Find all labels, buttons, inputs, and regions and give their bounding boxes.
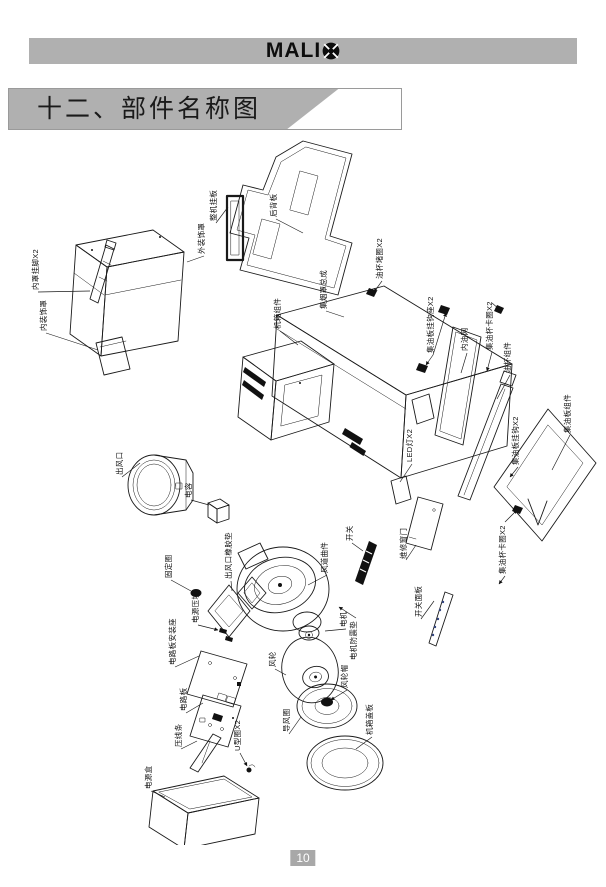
title-gray-slash bbox=[9, 89, 339, 129]
part-labels: 整机挂板 后背板 外装饰罩 内罩挂脚X2 内装饰罩 油杯堵圈X2 集烟罩总成 机… bbox=[30, 190, 572, 789]
header-band: MALI bbox=[29, 38, 577, 64]
label-air-outlet: 出风口 bbox=[114, 452, 124, 475]
label-oil-cup-plug: 油杯堵圈X2 bbox=[374, 238, 384, 279]
label-fixing-ring: 固定圈 bbox=[163, 555, 173, 578]
label-switch: 开关 bbox=[344, 525, 354, 541]
part-fixing-ring bbox=[190, 589, 202, 597]
label-oil-plate: 集油板组件 bbox=[562, 394, 572, 433]
part-fan-wheel bbox=[281, 636, 339, 704]
part-air-guide-ring bbox=[296, 683, 358, 729]
part-blower-housing bbox=[236, 542, 330, 632]
label-motor-pad: 电机防震垫 bbox=[348, 621, 358, 660]
label-inner-cover: 内装饰罩 bbox=[38, 300, 48, 331]
label-chassis-unit: 机箱组件 bbox=[272, 298, 282, 329]
part-wire-clamp-strip bbox=[189, 733, 222, 773]
label-wire-strip: 压线条 bbox=[173, 723, 183, 747]
label-service-door: 维修窗门 bbox=[398, 528, 408, 559]
part-chassis-unit bbox=[237, 340, 335, 441]
part-switch-panel bbox=[428, 591, 454, 647]
label-switch-panel: 开关面板 bbox=[413, 586, 423, 617]
label-hood-assembly: 集烟罩总成 bbox=[318, 270, 328, 309]
label-pcb: 电路板 bbox=[178, 687, 188, 711]
label-air-guide-ring: 导风圈 bbox=[282, 709, 291, 732]
label-u-ring: U型圈X2 bbox=[233, 720, 242, 751]
part-inner-cover-flap bbox=[95, 336, 131, 376]
part-mounting-plate bbox=[225, 194, 245, 262]
label-mounting-plate: 整机挂板 bbox=[208, 190, 218, 221]
part-switch bbox=[355, 541, 377, 585]
part-motor bbox=[292, 611, 322, 641]
part-inner-oil-mesh bbox=[434, 326, 482, 446]
label-oil-cup: 油杯组件 bbox=[502, 342, 512, 373]
label-oil-cup-clip-bottom: 集油杯卡圈X2 bbox=[497, 525, 507, 574]
label-rubber-pad: 出风口橡胶垫 bbox=[223, 532, 233, 579]
part-oil-cup-clips bbox=[494, 305, 548, 526]
label-fan-wheel: 风轮 bbox=[267, 651, 277, 667]
part-rear-panel bbox=[229, 140, 353, 296]
part-pcb-mount bbox=[186, 650, 248, 708]
exploded-parts-diagram: 整机挂板 后背板 外装饰罩 内罩挂脚X2 内装饰罩 油杯堵圈X2 集烟罩总成 机… bbox=[30, 140, 597, 845]
part-fan-wheel-cap bbox=[321, 697, 333, 707]
part-capacitor bbox=[207, 498, 230, 524]
part-led-modules bbox=[390, 393, 435, 505]
aperture-mark-icon bbox=[322, 42, 340, 60]
label-blower-housing: 风道曲件 bbox=[319, 542, 329, 573]
label-outer-cover: 外装饰罩 bbox=[196, 223, 206, 254]
part-inner-hook-strip bbox=[89, 239, 117, 304]
label-pcb-mount: 电路板安装座 bbox=[167, 618, 177, 665]
part-chimney-cover bbox=[69, 229, 185, 376]
part-air-outlet bbox=[127, 454, 194, 516]
label-inner-oil-mesh: 内油网 bbox=[459, 328, 469, 351]
part-pcb bbox=[189, 694, 242, 748]
part-chassis-cover-plate bbox=[306, 735, 384, 791]
brand-text: MALI bbox=[265, 39, 322, 62]
leader-lines bbox=[37, 206, 571, 798]
part-u-ring bbox=[246, 764, 256, 773]
part-power-cord-clamps bbox=[219, 628, 233, 642]
part-oil-cup-plug bbox=[366, 288, 377, 297]
label-fan-wheel-cap: 风轮帽 bbox=[339, 665, 349, 688]
brand-logo: MALI bbox=[266, 39, 340, 63]
part-oil-collecting-plate bbox=[493, 408, 597, 542]
label-oil-plate-hook: 集油板挂钩X2 bbox=[510, 416, 520, 465]
page-number-badge: 10 bbox=[290, 850, 316, 866]
label-hook-seat: 集油板挂钩座X2 bbox=[425, 296, 435, 353]
label-oil-cup-clip-top: 集油杯卡圈X2 bbox=[484, 301, 494, 350]
label-power-clamp: 电源压块 bbox=[190, 592, 200, 623]
label-led: LED灯X2 bbox=[404, 429, 414, 462]
label-power-box: 电源盒 bbox=[143, 765, 153, 789]
label-chassis-cover: 机箱盖板 bbox=[364, 704, 374, 735]
part-service-door bbox=[405, 496, 444, 551]
part-power-box bbox=[148, 775, 260, 845]
section-title-bar: 十二、部件名称图 bbox=[8, 88, 402, 130]
label-motor: 电机 bbox=[338, 611, 348, 627]
label-inner-hook-strip: 内罩挂脚X2 bbox=[30, 249, 40, 290]
label-rear-panel: 后背板 bbox=[268, 193, 278, 217]
part-oil-cup bbox=[457, 370, 517, 501]
part-oil-plate-hook-seats bbox=[416, 305, 450, 373]
section-title: 十二、部件名称图 bbox=[37, 95, 262, 123]
label-capacitor: 电容 bbox=[183, 482, 193, 498]
